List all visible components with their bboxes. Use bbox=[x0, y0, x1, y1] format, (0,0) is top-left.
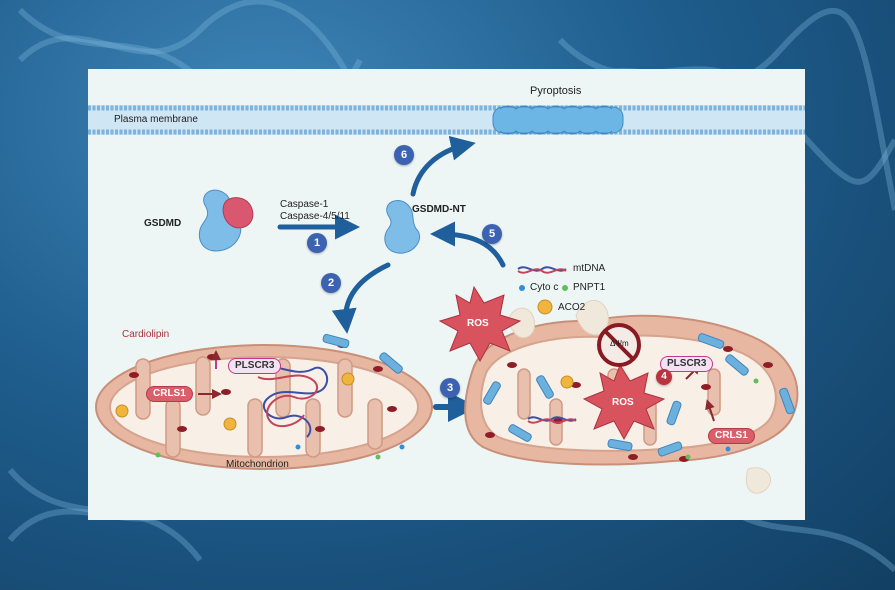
caspase-4-5-11-label: Caspase-4/5/11 bbox=[280, 211, 350, 222]
pnpt1-dot bbox=[562, 285, 568, 291]
gsdmd-pore bbox=[492, 105, 624, 135]
caspase-1-label: Caspase-1 bbox=[280, 199, 329, 210]
step-6-badge: 6 bbox=[394, 145, 414, 165]
aco2-label: ACO2 bbox=[558, 302, 586, 313]
ros-inner-label: ROS bbox=[612, 397, 634, 408]
crls1-left-tag: CRLS1 bbox=[146, 386, 193, 402]
ros-inner-star bbox=[582, 363, 666, 441]
plscr3-left-tag: PLSCR3 bbox=[228, 358, 282, 374]
mtdna-label: mtDNA bbox=[573, 263, 606, 274]
pyroptosis-label: Pyroptosis bbox=[530, 85, 582, 97]
delta-psi-label: ΔΨm bbox=[610, 339, 629, 348]
healthy-mitochondrion bbox=[95, 333, 433, 470]
gsdmd-nt-protein bbox=[384, 200, 420, 254]
cardiolipin-label: Cardiolipin bbox=[122, 329, 170, 340]
step-5-badge: 5 bbox=[482, 224, 502, 244]
gsdmd-nt-label: GSDMD-NT bbox=[412, 204, 466, 215]
mitochondrion-label: Mitochondrion bbox=[226, 459, 289, 470]
aco2-dot bbox=[537, 299, 553, 315]
crls1-right-tag: CRLS1 bbox=[708, 428, 755, 444]
damaged-mitochondrion bbox=[464, 300, 799, 494]
step-1-badge: 1 bbox=[307, 233, 327, 253]
step-2-badge: 2 bbox=[321, 273, 341, 293]
step-4-badge: 4 bbox=[656, 369, 672, 385]
gsdmd-protein bbox=[198, 189, 254, 252]
ros-outer-label: ROS bbox=[467, 318, 489, 329]
cyto-c-dot bbox=[519, 285, 525, 291]
cyto-c-label: Cyto c bbox=[530, 282, 559, 293]
plasma-membrane bbox=[88, 105, 805, 135]
diagram-graphics bbox=[88, 105, 805, 494]
step-3-badge: 3 bbox=[440, 378, 460, 398]
ros-outer-star bbox=[438, 285, 522, 363]
released-mtdna bbox=[517, 266, 567, 274]
plscr3-right-tag: PLSCR3 bbox=[660, 356, 714, 372]
pathway-arrows bbox=[277, 135, 506, 422]
gsdmd-label: GSDMD bbox=[144, 218, 182, 229]
pnpt1-label: PNPT1 bbox=[573, 282, 606, 293]
membrane-potential-loss-icon bbox=[597, 323, 641, 367]
mtdna-knot bbox=[252, 365, 329, 438]
plasma-membrane-label: Plasma membrane bbox=[114, 114, 198, 125]
diagram-panel: Pyroptosis Plasma membrane GSDMD Caspase… bbox=[88, 69, 805, 520]
